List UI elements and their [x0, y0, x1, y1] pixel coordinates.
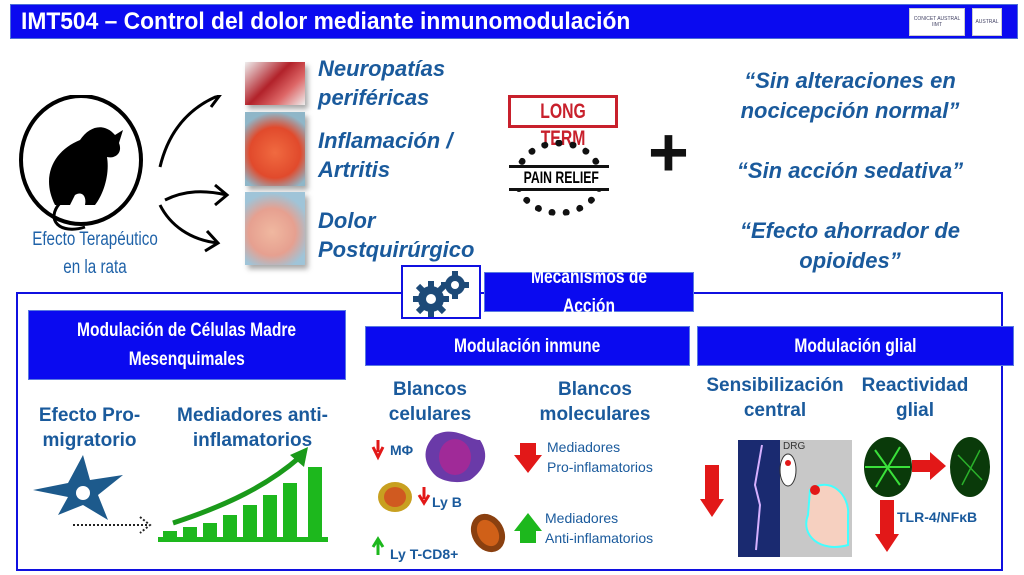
page-title: IMT504 – Control del dolor mediante inmu…: [21, 8, 631, 35]
text: Blancos: [558, 379, 632, 400]
text: Modulación de Células Madre: [77, 320, 297, 341]
stem-cell-graphic: [33, 447, 328, 542]
tlr4-nfkb-label: TLR-4/NFκB: [897, 509, 978, 525]
text: “Efecto ahorrador de: [739, 218, 961, 243]
condition-arthritis: Inflamación / Artritis: [318, 126, 452, 184]
text: celulares: [388, 404, 472, 425]
gears-icon: [401, 265, 481, 319]
down-arrow-icon: [417, 487, 431, 506]
text: Inflamación /: [318, 128, 453, 153]
arrows: [158, 95, 230, 253]
down-arrow-icon: [875, 500, 899, 552]
anti-inflammatory-mediators-label: Mediadores anti-inflamatorios: [165, 403, 340, 453]
text: Sensibilización: [706, 375, 844, 396]
text: Anti-inflamatorios: [545, 530, 654, 546]
b-cell-label: Ly B: [432, 494, 462, 510]
text: nocicepción normal”: [740, 98, 960, 123]
glial-graphic: [700, 437, 990, 557]
text: Mecanismos de Acción: [530, 267, 648, 317]
text: Modulación inmune: [454, 335, 601, 357]
text: periféricas: [318, 85, 430, 110]
drg-label: DRG: [783, 441, 806, 452]
text: inflamatorios: [192, 430, 313, 451]
t-cell-label: Ly T-CD8+: [390, 546, 459, 562]
quote: “Efecto ahorrador de opioides”: [700, 216, 1000, 276]
text: PAIN RELIEF: [523, 168, 599, 187]
glial-reactivity-label: Reactividad glial: [860, 373, 970, 423]
conicet-austral-logo: CONICET AUSTRAL IIMT: [909, 8, 965, 36]
text: Mediadores anti-: [177, 405, 328, 426]
text: Modulación glial: [794, 335, 917, 357]
plus-icon: +: [648, 113, 689, 191]
austral-logo: AUSTRAL: [972, 8, 1002, 36]
up-arrow-icon: [514, 513, 542, 543]
down-arrow-icon: [700, 465, 724, 517]
immune-header: Modulación inmune: [365, 326, 690, 366]
macrophage-label: MΦ: [390, 442, 414, 458]
up-arrow-icon: [371, 536, 385, 555]
text: moleculares: [539, 404, 651, 425]
molecular-targets-label: Blancos moleculares: [520, 377, 670, 427]
text: opioides”: [799, 248, 901, 273]
quote: “Sin alteraciones en nocicepción normal”: [700, 66, 1000, 126]
glial-header: Modulación glial: [697, 326, 1014, 366]
central-sensitization-label: Sensibilización central: [695, 373, 855, 423]
condition-neuropathy: Neuropatías periféricas: [318, 54, 445, 112]
text: central: [743, 400, 807, 421]
caption-line: Efecto Terapéutico: [32, 229, 158, 250]
pro-migratory-label: Efecto Pro-migratorio: [22, 403, 157, 453]
pain-relief-badge: PAIN RELIEF: [509, 140, 609, 216]
text: Blancos: [393, 379, 467, 400]
title-bar: IMT504 – Control del dolor mediante inmu…: [10, 4, 1018, 39]
down-arrow-icon: [371, 440, 385, 461]
text: Pro-inflamatorios: [547, 459, 653, 475]
text: Efecto Pro-: [38, 405, 141, 426]
text: Dolor: [318, 208, 376, 233]
text: “Sin acción sedativa”: [736, 158, 964, 183]
neuropathy-photo: [245, 62, 305, 105]
text: “Sin alteraciones en: [744, 68, 956, 93]
text: migratorio: [42, 430, 137, 451]
right-arrow-icon: [912, 452, 946, 480]
rat-icon: [19, 95, 230, 253]
text: Mesenquimales: [128, 349, 246, 370]
growth-bars-icon: [158, 467, 328, 542]
text: Mediadores: [545, 510, 619, 526]
text: Reactividad: [861, 375, 969, 396]
text: glial: [895, 400, 934, 421]
immune-graphic: [371, 431, 542, 555]
long-term-stamp: LONG TERM: [508, 95, 618, 150]
cellular-targets-label: Blancos celulares: [370, 377, 490, 427]
arthritis-photo: [245, 112, 305, 186]
mechanisms-title: Mecanismos de Acción: [484, 267, 694, 317]
text: Postquirúrgico: [318, 237, 475, 262]
text: Mediadores: [547, 439, 621, 455]
quote: “Sin acción sedativa”: [700, 156, 1000, 186]
text: Neuropatías: [318, 56, 446, 81]
text: Artritis: [318, 157, 391, 182]
postsurgical-photo: [245, 192, 305, 265]
down-arrow-icon: [514, 443, 542, 473]
caption-line: en la rata: [63, 257, 127, 278]
